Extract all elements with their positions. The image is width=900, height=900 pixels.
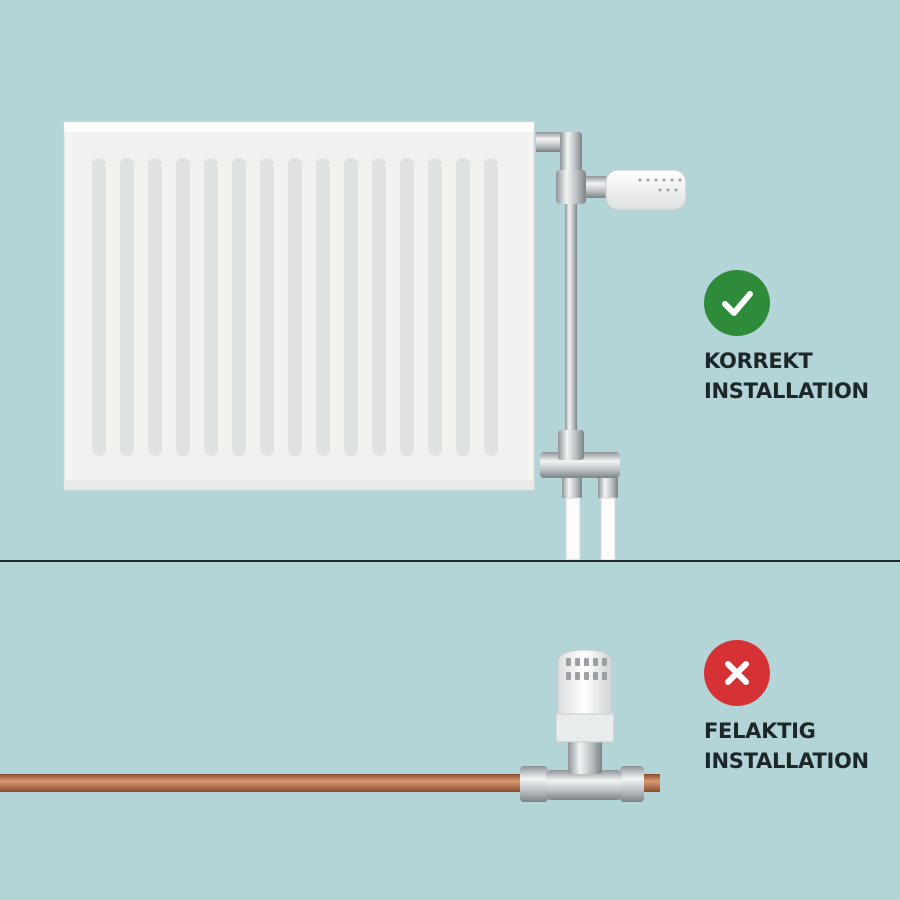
pipe-scene <box>0 649 660 802</box>
chrome-riser-pipe <box>536 132 606 450</box>
correct-label: KORREKT INSTALLATION <box>704 346 884 406</box>
incorrect-installation-panel: FELAKTIG INSTALLATION <box>0 562 900 900</box>
incorrect-status: FELAKTIG INSTALLATION <box>704 640 884 776</box>
inline-valve <box>520 738 644 802</box>
incorrect-label-line1: FELAKTIG <box>704 719 816 743</box>
cross-icon <box>704 640 770 706</box>
divider-line <box>0 560 900 562</box>
misplaced-thermostat-head <box>555 649 615 743</box>
correct-label-line2: INSTALLATION <box>704 379 869 403</box>
incorrect-label-line2: INSTALLATION <box>704 749 869 773</box>
incorrect-label: FELAKTIG INSTALLATION <box>704 716 884 776</box>
bottom-valve <box>540 430 620 561</box>
thermostat-head <box>605 169 687 211</box>
radiator-scene <box>63 121 687 561</box>
checkmark-icon <box>704 270 770 336</box>
correct-status: KORREKT INSTALLATION <box>704 270 884 406</box>
radiator <box>63 121 535 491</box>
copper-pipe <box>0 774 660 792</box>
correct-label-line1: KORREKT <box>704 349 813 373</box>
correct-installation-panel: KORREKT INSTALLATION <box>63 121 884 561</box>
